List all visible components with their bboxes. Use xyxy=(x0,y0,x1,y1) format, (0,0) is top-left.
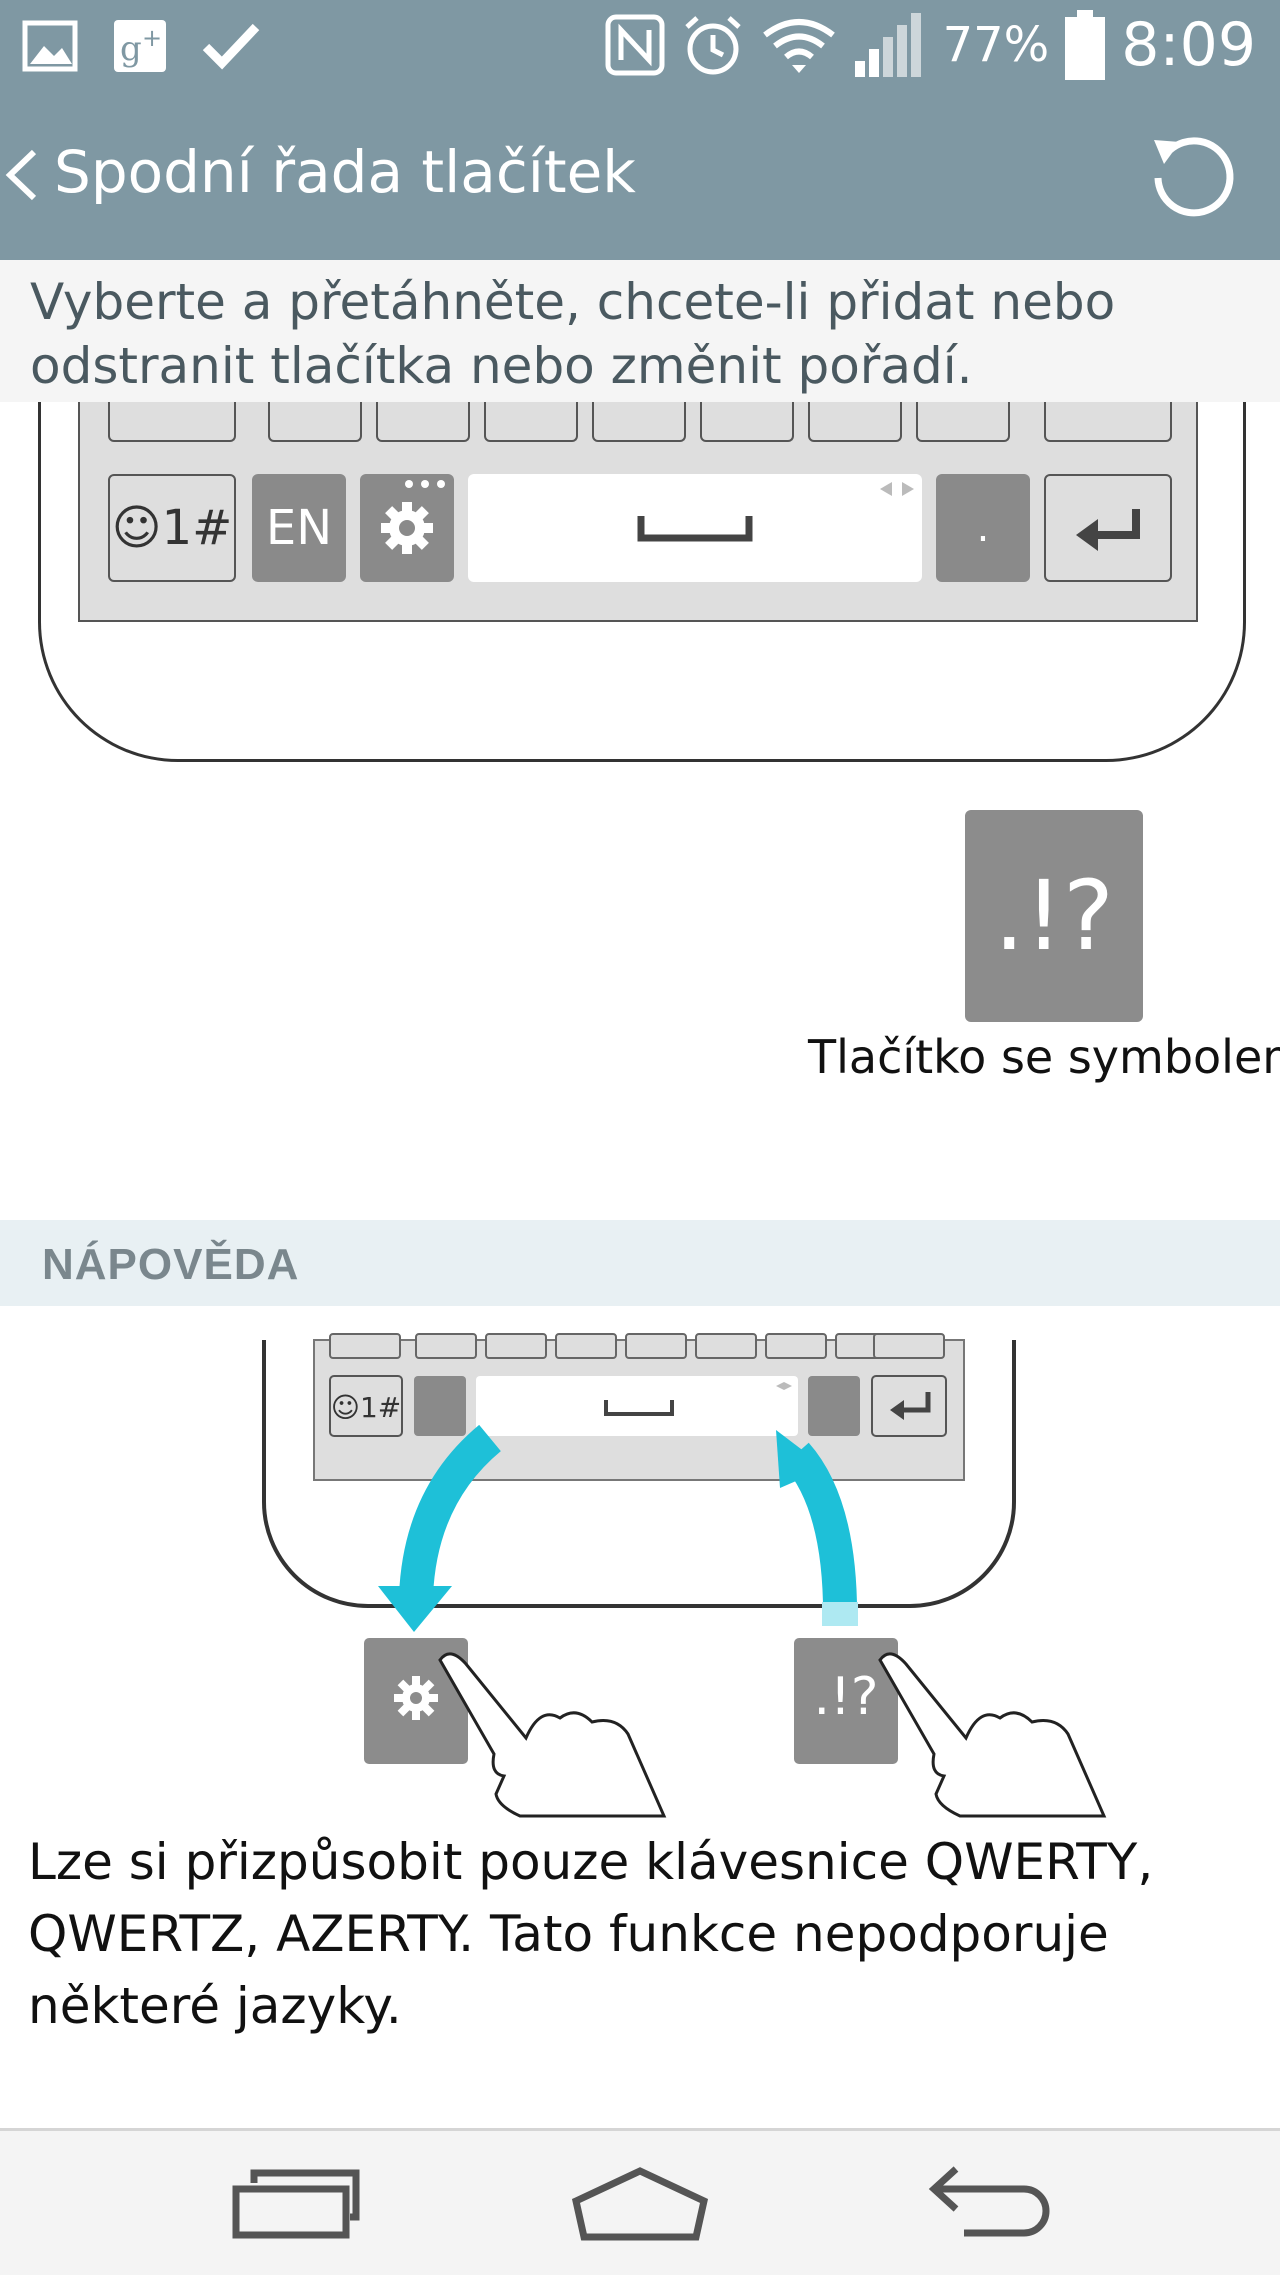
symbol-button-label: .!? xyxy=(994,860,1114,972)
enter-icon xyxy=(1076,509,1140,551)
help-empty-slot-right xyxy=(808,1376,860,1436)
keyboard-preview: ☺1# EN xyxy=(0,362,1280,782)
status-bar: g + 77% xyxy=(0,0,1280,90)
home-button[interactable] xyxy=(560,2159,720,2249)
help-symbol-tile-label: .!? xyxy=(814,1667,879,1727)
clock: 8:09 xyxy=(1121,10,1256,80)
help-section-header: NÁPOVĚDA xyxy=(0,1220,1280,1306)
reset-button[interactable] xyxy=(1144,128,1240,224)
navigation-bar xyxy=(0,2128,1280,2275)
partial-key xyxy=(268,402,362,442)
help-emoji-key-label: ☺1# xyxy=(331,1391,401,1424)
notification-icons: g + xyxy=(22,18,260,74)
help-title: NÁPOVĚDA xyxy=(42,1240,300,1289)
space-key[interactable] xyxy=(468,474,922,582)
partial-key xyxy=(484,402,578,442)
emoji-symbol-key[interactable]: ☺1# xyxy=(108,474,236,582)
recent-apps-icon xyxy=(232,2169,360,2239)
partial-key xyxy=(376,402,470,442)
partial-key xyxy=(1044,402,1172,442)
alarm-icon xyxy=(684,16,741,75)
google-plus-icon: g + xyxy=(114,20,166,72)
instruction-text: Vyberte a přetáhněte, chcete-li přidat n… xyxy=(0,260,1280,402)
system-icons: 77% 8:09 xyxy=(605,10,1256,80)
nfc-icon xyxy=(605,14,665,76)
emoji-symbol-key-label: ☺1# xyxy=(111,500,233,556)
help-empty-slot-left xyxy=(414,1376,466,1436)
help-illustration: ☺1# .!? xyxy=(0,1306,1280,1826)
drag-drop-diagram: ☺1# .!? xyxy=(262,1333,1107,1818)
gear-icon xyxy=(381,502,433,554)
back-nav-button[interactable] xyxy=(906,2159,1066,2249)
gallery-icon xyxy=(22,20,78,72)
arrow-down-icon xyxy=(399,1424,502,1597)
space-icon xyxy=(637,516,753,542)
help-space-key xyxy=(476,1376,798,1436)
period-key-label: . xyxy=(976,505,990,551)
home-icon xyxy=(571,2167,709,2241)
help-emoji-key xyxy=(329,1375,403,1437)
svg-text:+: + xyxy=(142,24,162,52)
back-icon xyxy=(928,2166,1050,2237)
language-key[interactable]: EN xyxy=(252,474,346,582)
chevron-left-icon xyxy=(5,149,37,201)
recent-apps-button[interactable] xyxy=(214,2159,374,2249)
svg-text:g: g xyxy=(120,29,142,69)
help-enter-key xyxy=(871,1375,947,1437)
partial-key xyxy=(808,402,902,442)
enter-key[interactable] xyxy=(1044,474,1172,582)
cursor-arrows-icon xyxy=(880,482,914,496)
hand-icon xyxy=(878,1652,1107,1818)
battery-percent: 77% xyxy=(942,17,1050,73)
back-button[interactable] xyxy=(0,130,60,220)
help-symbol-tile xyxy=(794,1638,898,1764)
hand-icon xyxy=(438,1652,667,1818)
partial-key xyxy=(108,402,236,442)
symbol-button[interactable]: .!? xyxy=(965,810,1143,1022)
check-icon xyxy=(202,23,260,70)
signal-icon xyxy=(854,13,921,77)
partial-key xyxy=(700,402,794,442)
wifi-icon xyxy=(762,19,835,73)
period-key[interactable]: . xyxy=(936,474,1030,582)
dots-icon xyxy=(405,480,445,488)
reset-icon xyxy=(1154,137,1234,217)
symbol-button-caption: Tlačítko se symbolem xyxy=(808,1030,1280,1084)
partial-key xyxy=(592,402,686,442)
settings-key[interactable] xyxy=(360,474,454,582)
app-bar: Spodní řada tlačítek xyxy=(0,90,1280,260)
page-title: Spodní řada tlačítek xyxy=(54,138,636,206)
language-key-label: EN xyxy=(265,500,333,556)
battery-icon xyxy=(1065,10,1106,80)
help-description: Lze si přizpůsobit pouze klávesnice QWER… xyxy=(28,1833,1154,2035)
partial-key xyxy=(916,402,1010,442)
keyboard-panel: ☺1# EN xyxy=(78,402,1198,622)
